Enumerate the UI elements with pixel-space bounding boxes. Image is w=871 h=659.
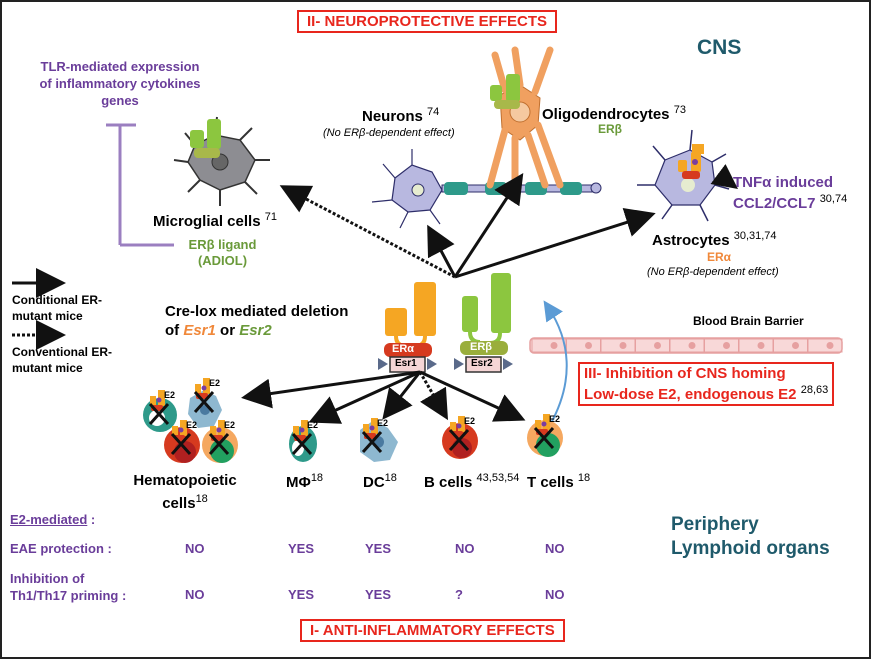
- table-cell: YES: [288, 541, 315, 556]
- knockout-receptor-icon: E2: [170, 420, 197, 456]
- macrophage-label: MΦ18: [286, 472, 324, 491]
- cns-homing-section-label: III- Inhibition of CNS homing Low-dose E…: [578, 362, 835, 406]
- astrocyte-cell-icon: [637, 129, 738, 222]
- hematopoietic-label: Hematopoietic cells18: [133, 472, 237, 512]
- neuron-cell-icon: [371, 149, 602, 229]
- svg-text:E2: E2: [464, 416, 475, 426]
- homing-arrow: [543, 300, 568, 426]
- microglia-cell-icon: [173, 116, 270, 206]
- knockout-receptor-icon: E2: [148, 390, 175, 426]
- table-cell: YES: [288, 587, 315, 602]
- periphery-region-label: Periphery Lymphoid organs: [671, 514, 830, 559]
- esr1-gene-icon: [378, 356, 437, 373]
- anti-inflammatory-section-label: I- ANTI-INFLAMMATORY EFFECTS: [300, 619, 565, 642]
- oligodendrocytes-label: Oligodendrocytes 73: [542, 104, 686, 123]
- oligodendrocytes-receptor: ERβ: [598, 122, 622, 136]
- bbb-nucleus: [792, 342, 799, 349]
- er-beta-receptor-icon: [460, 273, 511, 355]
- cns-homing-line1: III- Inhibition of CNS homing: [584, 365, 786, 382]
- cns-arrows: [279, 172, 656, 279]
- esr1-gene-label: Esr1: [395, 358, 417, 369]
- bbb-nucleus: [550, 342, 558, 349]
- bbb-cell: [807, 338, 843, 353]
- cns-region-label: CNS: [697, 36, 742, 59]
- table-cell: YES: [365, 587, 392, 602]
- knockout-receptor-icon: E2: [291, 420, 318, 456]
- table-cell: NO: [185, 587, 205, 602]
- bbb-nucleus: [757, 342, 765, 349]
- table-header: E2-mediated :: [10, 512, 96, 527]
- bbb-nucleus: [619, 342, 627, 349]
- legend-conventional-label: Conventional ER- mutant mice: [12, 345, 113, 375]
- bbb-nucleus: [688, 342, 696, 349]
- table-cell: YES: [365, 541, 392, 556]
- bbb-nucleus: [826, 342, 834, 349]
- periphery-arrows: [241, 370, 526, 424]
- er-beta-label: ERβ: [470, 341, 492, 353]
- cns-homing-line2: Low-dose E2, endogenous E2 28,63: [584, 384, 829, 403]
- svg-text:E2: E2: [186, 420, 197, 430]
- knockout-receptor-icon: E2: [448, 416, 475, 452]
- oligodendrocyte-cell-icon: [486, 46, 564, 189]
- dc-label: DC18: [363, 472, 397, 491]
- svg-text:E2: E2: [209, 378, 220, 388]
- tlr-expression-label: TLR-mediated expression of inflammatory …: [39, 59, 201, 108]
- microglia-ligand-label: ERβ ligand (ADIOL): [188, 237, 257, 268]
- knockout-receptor-icon: E2: [208, 420, 235, 456]
- astrocytes-receptor: ERα: [707, 250, 732, 264]
- er-alpha-receptor-icon: [384, 282, 436, 357]
- neurons-label: Neurons 74: [362, 106, 440, 125]
- astrocytes-note: (No ERβ-dependent effect): [647, 266, 779, 278]
- bbb-nucleus: [723, 342, 730, 349]
- crelox-label: Cre-lox mediated deletion of Esr1 or Esr…: [165, 303, 349, 339]
- er-alpha-label: ERα: [392, 343, 415, 355]
- t-cells-label: T cells 18: [527, 472, 591, 491]
- table-cell: NO: [545, 541, 565, 556]
- astrocytes-label: Astrocytes 30,31,74: [652, 230, 777, 249]
- esr2-gene-label: Esr2: [471, 358, 493, 369]
- svg-text:E2: E2: [377, 418, 388, 428]
- legend-conditional-label: Conditional ER- mutant mice: [12, 293, 102, 323]
- microglia-label: Microglial cells 71: [153, 211, 277, 230]
- b-cells-label: B cells 43,53,54: [424, 472, 520, 491]
- svg-text:E2: E2: [307, 420, 318, 430]
- table-cell: ?: [455, 587, 463, 602]
- esr2-gene-icon: [454, 356, 513, 373]
- bbb-nucleus: [585, 342, 592, 349]
- row-th-label: Inhibition of Th1/Th17 priming :: [10, 571, 127, 603]
- inhibition-bracket: [106, 123, 174, 247]
- knockout-receptor-icon: E2: [193, 378, 220, 414]
- knockout-receptor-icon: E2: [533, 414, 560, 450]
- svg-text:E2: E2: [164, 390, 175, 400]
- knockout-receptor-icon: E2: [361, 418, 388, 454]
- row-eae-label: EAE protection :: [10, 541, 112, 556]
- bbb-nucleus: [654, 342, 661, 349]
- table-cell: NO: [185, 541, 205, 556]
- svg-text:E2: E2: [549, 414, 560, 424]
- bbb-label: Blood Brain Barrier: [693, 314, 804, 328]
- table-cell: NO: [545, 587, 565, 602]
- blood-brain-barrier-icon: [529, 337, 843, 354]
- neuroprotective-section-label: II- NEUROPROTECTIVE EFFECTS: [297, 10, 558, 33]
- tnf-ccl-label: TNFα induced CCL2/CCL7 30,74: [733, 174, 848, 212]
- table-cell: NO: [455, 541, 475, 556]
- svg-text:E2: E2: [224, 420, 235, 430]
- neurons-note: (No ERβ-dependent effect): [323, 127, 455, 139]
